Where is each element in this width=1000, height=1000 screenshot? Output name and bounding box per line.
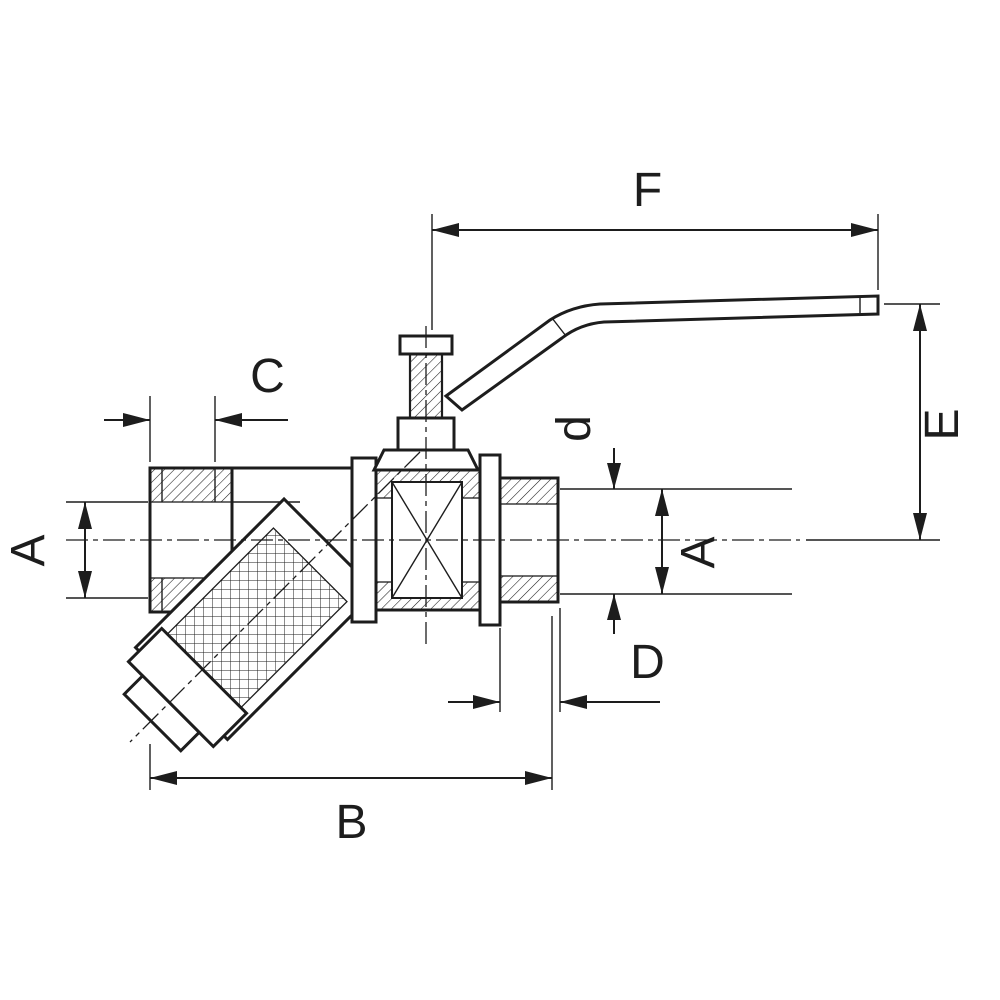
arrow-right-icon — [123, 413, 150, 427]
arrow-right-icon — [525, 771, 552, 785]
centerlines — [66, 326, 800, 743]
arrow-up-icon — [913, 304, 927, 331]
arrow-left-icon — [215, 413, 242, 427]
arrow-up-icon — [78, 502, 92, 529]
dim-label-d-cap: D — [630, 636, 666, 689]
dimension-d-cap: D — [448, 608, 666, 712]
arrow-left-icon — [560, 695, 587, 709]
dimension-d-small: d — [548, 414, 792, 634]
dim-label-f: F — [633, 164, 663, 217]
inlet-thread-hatch-top — [149, 467, 233, 503]
dimension-c: C — [104, 350, 288, 462]
stem-flange — [371, 448, 481, 472]
branch-centerline — [129, 451, 421, 743]
dim-label-a-left: A — [2, 533, 55, 566]
strainer-plug — [122, 673, 202, 753]
dim-label-e: E — [916, 407, 969, 440]
arrow-up-icon — [607, 594, 621, 620]
dimension-a-left: A — [2, 501, 148, 599]
valve-assembly — [122, 294, 880, 753]
dimension-a-right: A — [655, 489, 725, 594]
dim-label-c: C — [250, 350, 286, 403]
arrow-down-icon — [913, 513, 927, 540]
dimension-f: F — [431, 164, 879, 330]
dim-label-b: B — [335, 796, 368, 849]
arrow-down-icon — [655, 567, 669, 594]
dimension-b: B — [149, 616, 553, 849]
arrow-left-icon — [150, 771, 177, 785]
arrow-up-icon — [655, 489, 669, 516]
arrow-right-icon — [851, 223, 878, 237]
dim-label-d-small: d — [548, 414, 601, 442]
arrow-down-icon — [78, 571, 92, 598]
arrow-down-icon — [607, 463, 621, 489]
strainer-branch — [122, 496, 379, 753]
dim-label-a-right: A — [672, 535, 725, 568]
dimension-e: E — [806, 303, 969, 541]
lever-handle — [443, 294, 880, 412]
arrow-right-icon — [473, 695, 500, 709]
arrow-left-icon — [432, 223, 459, 237]
